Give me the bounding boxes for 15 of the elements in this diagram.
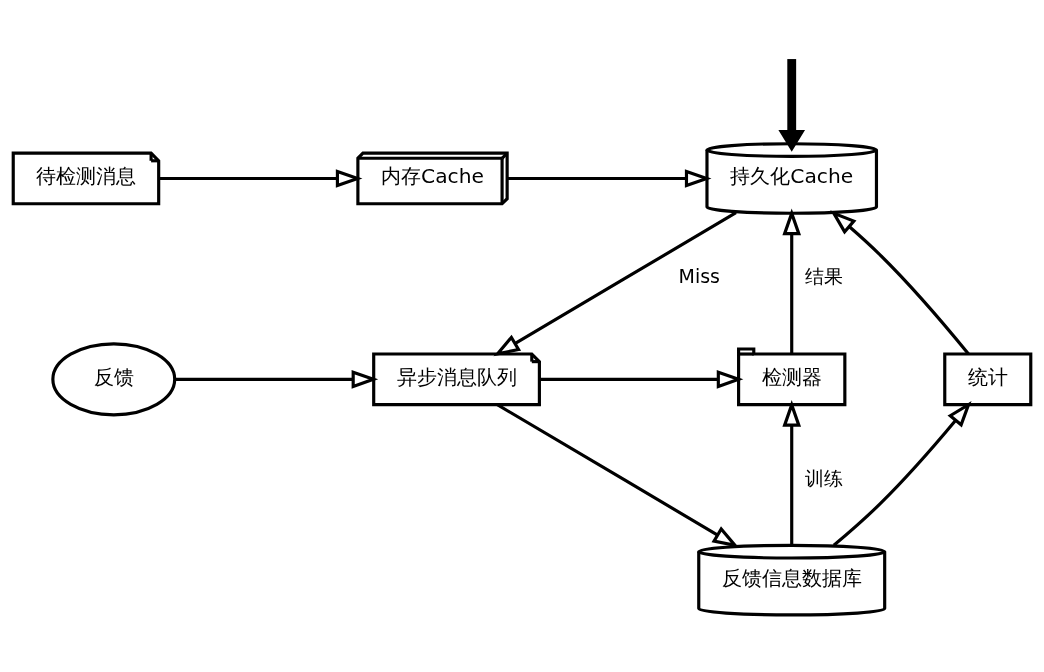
arrow: [832, 400, 972, 546]
arrow: [830, 209, 970, 355]
edge-label: 训练: [805, 466, 843, 489]
node-ellipse: 反馈: [51, 341, 177, 416]
arrow: [539, 369, 744, 389]
arrow: [782, 208, 802, 354]
arrow: [174, 369, 379, 389]
edge-label: 结果: [805, 264, 843, 287]
arrow: [493, 210, 737, 356]
edge-label: Miss: [678, 264, 720, 287]
node-box: 统计: [943, 351, 1033, 406]
arrow: [507, 168, 712, 188]
arrow: [782, 399, 802, 545]
arrow: [158, 168, 363, 188]
arrow: [778, 58, 806, 152]
